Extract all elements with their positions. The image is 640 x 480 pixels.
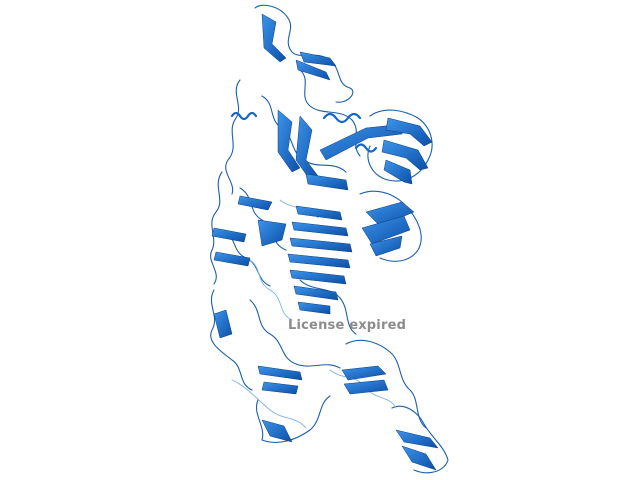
helix-coils bbox=[230, 111, 378, 153]
license-watermark: License expired bbox=[288, 318, 407, 333]
secondary-structure bbox=[211, 13, 439, 471]
coil-backbone bbox=[210, 4, 449, 474]
